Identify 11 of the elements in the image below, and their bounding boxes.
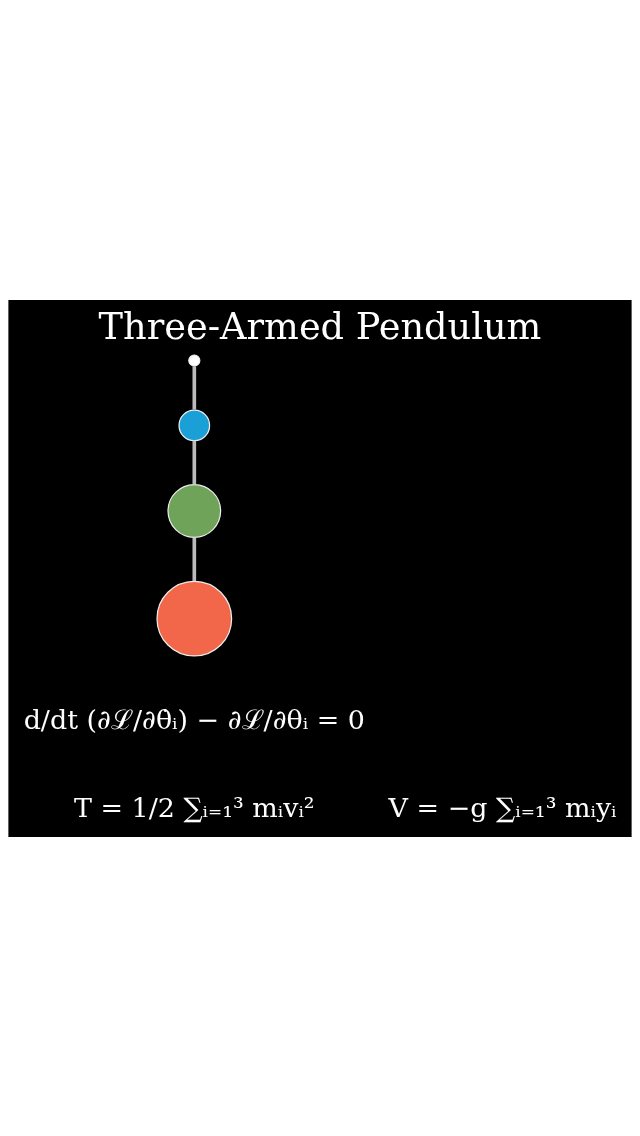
label: V = −g ∑ᵢ₌₁³ mᵢyᵢ	[388, 791, 617, 823]
node-circle	[188, 353, 201, 367]
label: d/dt (∂ℒ/∂θ̇ᵢ) − ∂ℒ/∂θᵢ = 0	[23, 703, 365, 735]
connector	[192, 440, 197, 484]
node-circle	[156, 580, 233, 657]
connector	[192, 537, 197, 581]
node-circle	[167, 483, 222, 538]
label: T = 1/2 ∑ᵢ₌₁³ mᵢvᵢ²	[73, 791, 315, 823]
diagram-title: Three-Armed Pendulum	[98, 304, 542, 348]
node-circle	[178, 408, 211, 441]
connector	[192, 365, 197, 410]
